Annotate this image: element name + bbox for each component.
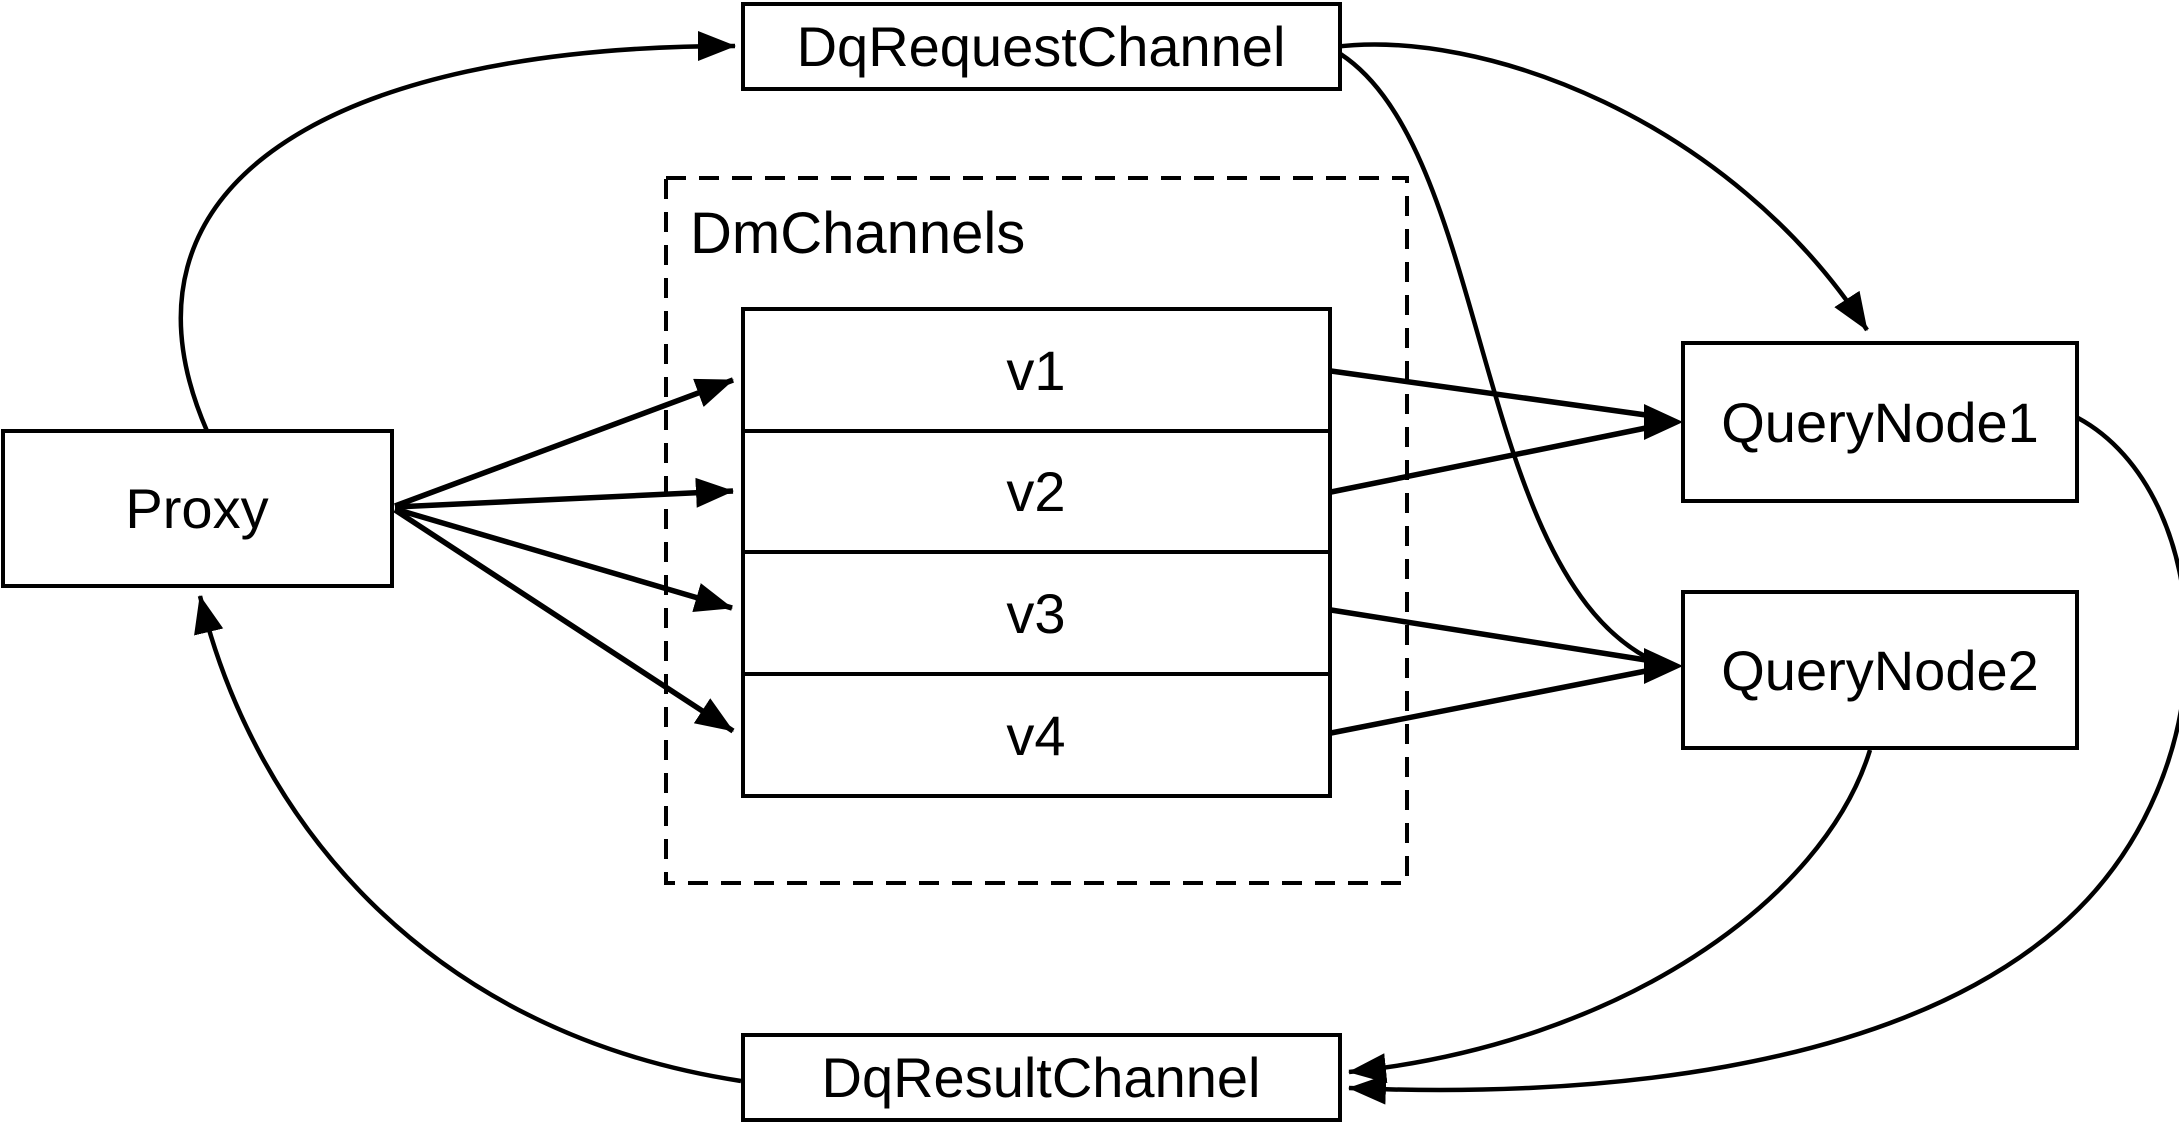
edge-proxy-to-v3: [394, 506, 733, 612]
edge-dqrequestchannel-to-querynode2: [1332, 48, 1648, 659]
channel-row-v1-label: v1: [1006, 339, 1065, 402]
edge-proxy-to-v1: [394, 377, 734, 509]
edge-querynode2-to-dqresultchannel: [1348, 749, 1873, 1084]
arrowhead-into-querynode2: [1644, 648, 1683, 684]
node-dqresultchannel-box: [741, 1033, 1342, 1122]
channel-row-v3-label: v3: [1006, 582, 1065, 645]
node-querynode2-label: QueryNode2: [1721, 639, 2039, 702]
node-querynode1: QueryNode1: [1681, 341, 2079, 503]
edge-v3-to-querynode2: [1330, 607, 1647, 663]
node-dqrequestchannel-box: [741, 2, 1342, 91]
node-querynode1-label: QueryNode1: [1721, 391, 2039, 454]
edge-v4-to-querynode2: [1330, 668, 1647, 736]
edge-proxy-to-dqrequestchannel: [178, 31, 736, 432]
channel-row-v4-label: v4: [1006, 704, 1065, 767]
dm-channels-group-label: DmChannels: [690, 201, 1025, 266]
node-querynode1-box: [1681, 341, 2079, 503]
node-proxy: Proxy: [1, 429, 394, 588]
node-dqrequestchannel: DqRequestChannel: [741, 2, 1342, 91]
edge-dqresultchannel-to-proxy: [194, 595, 742, 1084]
node-dqresultchannel-label: DqResultChannel: [822, 1046, 1261, 1109]
dm-channels-group-box: [664, 176, 1409, 885]
node-dqrequestchannel-label: DqRequestChannel: [797, 15, 1286, 78]
node-querynode2-box: [1681, 590, 2079, 750]
node-proxy-box: [1, 429, 394, 588]
channel-row-v2-label: v2: [1006, 460, 1065, 523]
node-proxy-label: Proxy: [125, 477, 268, 540]
edge-proxy-to-v4: [393, 507, 735, 734]
arrowhead-into-querynode1: [1644, 404, 1683, 440]
edge-v2-to-querynode1: [1330, 425, 1647, 495]
edge-dqrequestchannel-to-querynode1: [1333, 42, 1869, 332]
edge-querynode1-to-dqresultchannel: [1348, 416, 2179, 1105]
edge-v1-to-querynode1: [1330, 368, 1647, 418]
edge-proxy-to-v2: [394, 477, 734, 510]
node-querynode2: QueryNode2: [1681, 590, 2079, 750]
node-dqresultchannel: DqResultChannel: [741, 1033, 1342, 1122]
